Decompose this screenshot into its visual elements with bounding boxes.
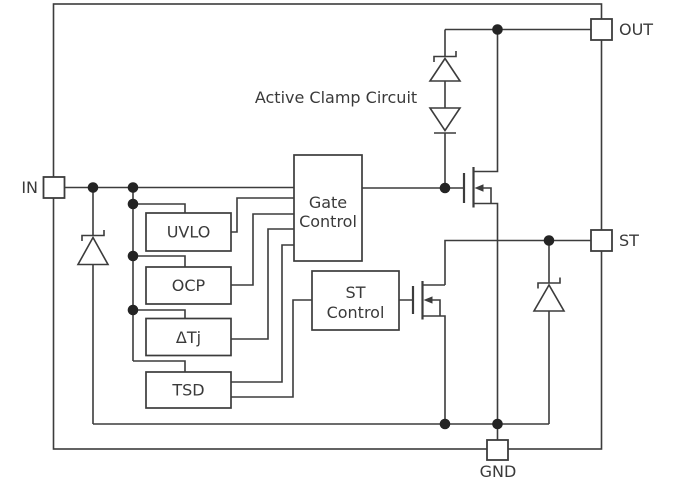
junction-dot — [439, 182, 451, 194]
block-delta-tj-box — [145, 317, 232, 357]
pin-gnd-terminal — [486, 439, 509, 461]
junction-dot — [127, 198, 139, 210]
active-clamp-series-diode — [428, 107, 462, 134]
block-tsd-label: TSD — [171, 381, 204, 400]
pin-out-terminal — [590, 18, 613, 41]
block-ocp-box — [145, 266, 232, 305]
block-st-control-box — [311, 270, 400, 331]
active-clamp-circuit-label: Active Clamp Circuit — [255, 88, 417, 107]
block-gate-control-label-line2: Control — [299, 212, 357, 231]
pin-gnd-label: GND — [480, 462, 517, 481]
junction-dot — [127, 182, 139, 193]
wire-net — [65, 28, 591, 440]
junction-dot — [127, 250, 139, 262]
junction-dot — [543, 235, 555, 246]
junction-dots — [87, 24, 555, 430]
block-delta-tj-label: ΔTj — [176, 328, 201, 347]
pin-in-terminal — [42, 176, 66, 199]
block-ocp-label: OCP — [172, 276, 206, 295]
junction-dot — [439, 418, 451, 430]
junction-dot — [87, 182, 99, 193]
active-clamp-zener-diode — [428, 51, 462, 82]
st-zener-diode — [532, 277, 566, 312]
block-uvlo-box — [145, 212, 232, 252]
pin-in-label: IN — [21, 178, 38, 197]
block-st-control-label-line2: Control — [327, 303, 385, 322]
block-gate-control-label-line1: Gate — [309, 193, 347, 212]
junction-dot — [492, 24, 503, 35]
input-zener-diode — [76, 230, 110, 266]
block-uvlo-label: UVLO — [167, 223, 211, 242]
junction-dot — [127, 304, 139, 316]
block-tsd-box — [145, 371, 232, 409]
junction-dot — [492, 418, 503, 430]
ic-boundary — [52, 3, 603, 450]
pin-st-label: ST — [619, 231, 639, 250]
pin-st-terminal — [590, 229, 613, 252]
pin-out-label: OUT — [619, 20, 653, 39]
block-gate-control-box — [293, 154, 363, 262]
block-st-control-label-line1: ST — [346, 283, 366, 302]
status-mosfet — [411, 281, 433, 320]
power-mosfet — [462, 167, 484, 208]
